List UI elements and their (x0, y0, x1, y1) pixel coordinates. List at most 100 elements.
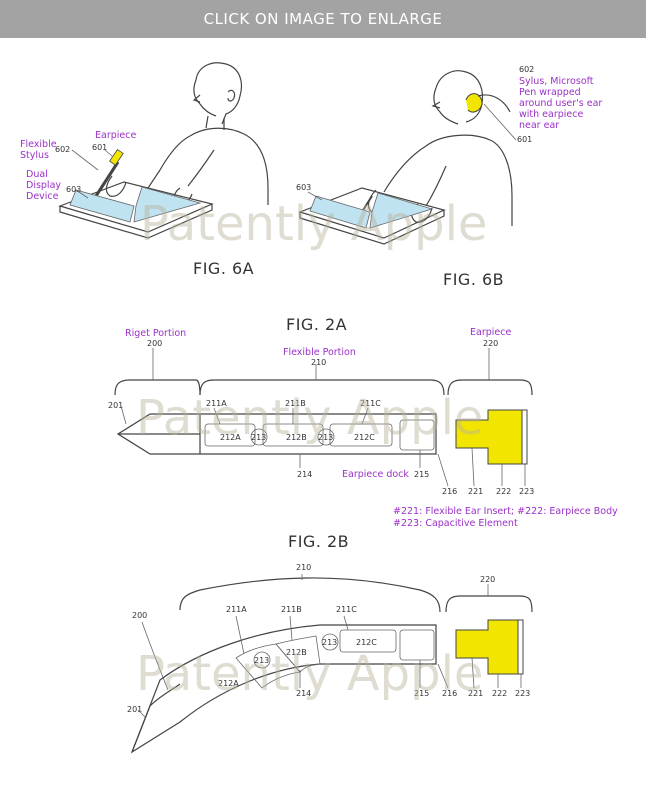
fig2a-legend-line-1: #221: Flexible Ear Insert; #222: Earpiec… (393, 506, 618, 517)
fig6a-earpiece-tip (109, 148, 124, 166)
fig2b-ref-211c: 211C (336, 605, 357, 614)
fig6b-ref-603: 603 (296, 183, 311, 192)
fig2a-bracket-earpiece (447, 379, 533, 396)
fig2a-ref-200: 200 (147, 339, 162, 348)
fig2b-ref-210: 210 (296, 563, 311, 572)
enlarge-banner[interactable]: CLICK ON IMAGE TO ENLARGE (0, 0, 646, 38)
fig6a-label-display: Display (26, 180, 61, 191)
fig6a-label-stylus: Stylus (20, 150, 49, 161)
fig2b-earpiece-dock (399, 629, 435, 661)
fig6a-label-earpiece: Earpiece (95, 130, 136, 141)
fig2a-bracket-flexible (199, 379, 445, 396)
fig6b-note-line-3: around user's ear (519, 98, 602, 109)
fig2a-ref-210: 210 (311, 358, 326, 367)
fig-6b-illustration: 603 602 Sylus, Microsoft Pen wrapped aro… (296, 65, 602, 289)
fig2b-ref-201: 201 (127, 705, 142, 714)
fig2a-label-dock: Earpiece dock (342, 469, 409, 480)
fig6a-arm-left (147, 135, 191, 189)
fig2a-ref-220: 220 (483, 339, 498, 348)
fig2b-ref-222: 222 (492, 689, 507, 698)
fig2b-ref-211a: 211A (226, 605, 247, 614)
watermark-group: Patently Apple Patently Apple Patently A… (136, 196, 487, 702)
fig6b-torso (425, 134, 513, 226)
fig2b-ref-220: 220 (480, 575, 495, 584)
fig2b-ref-213b: 213 (322, 638, 337, 647)
fig2a-ref-211c: 211C (360, 399, 381, 408)
fig2b-ref-216: 216 (442, 689, 457, 698)
fig6a-label-device: Device (26, 191, 59, 202)
fig2a-capacitive-element (521, 409, 528, 465)
fig6b-stylus-wrap (477, 94, 511, 113)
fig2a-ref-216: 216 (442, 487, 457, 496)
fig2b-ref-213a: 213 (254, 656, 269, 665)
fig6a-head (195, 62, 243, 125)
fig2b-chamber-212c (339, 629, 397, 653)
fig6a-face (193, 79, 217, 117)
fig6b-head (435, 70, 484, 123)
fig2a-title: FIG. 2A (286, 315, 347, 334)
fig2b-bracket-flexible (179, 577, 441, 613)
fig2b-capacitive-element (517, 619, 524, 675)
fig2a-ref-214: 214 (297, 470, 312, 479)
fig2a-ref-211b: 211B (285, 399, 306, 408)
fig2a-ref-211a: 211A (206, 399, 227, 408)
fig2b-ref-211b: 211B (281, 605, 302, 614)
fig2a-label-rigid: Riget Portion (125, 328, 186, 339)
fig2a-joint-213a (250, 428, 268, 446)
fig2b-joint-213b (321, 633, 339, 651)
fig6b-note-line-4: with earpiece (519, 109, 583, 120)
fig6b-note-line-1: Sylus, Microsoft (519, 76, 594, 87)
fig2b-ref-212b: 212B (286, 648, 307, 657)
fig6a-ref-601: 601 (92, 143, 107, 152)
fig6a-title: FIG. 6A (193, 259, 254, 278)
fig6a-arm-right (187, 149, 215, 187)
fig2a-ref-222: 222 (496, 487, 511, 496)
fig2a-ref-215: 215 (414, 470, 429, 479)
fig6a-torso (189, 127, 269, 205)
fig2b-stylus-body (130, 624, 437, 754)
fig2a-chamber-212a (204, 423, 256, 447)
watermark-top: Patently Apple (140, 196, 487, 252)
fig2a-ref-212b: 212B (286, 433, 307, 442)
fig2b-ref-223: 223 (515, 689, 530, 698)
fig2a-chamber-212c (329, 423, 393, 447)
fig2b-ref-221: 221 (468, 689, 483, 698)
fig2a-ref-221: 221 (468, 487, 483, 496)
fig2b-bracket-earpiece (445, 595, 533, 613)
fig-2a-diagram: FIG. 2A Riget Portion 200 Flexible Porti… (108, 315, 618, 529)
fig2b-ref-214: 214 (296, 689, 311, 698)
fig2b-chamber-212b (275, 635, 321, 673)
fig2a-ref-201: 201 (108, 401, 123, 410)
fig6a-label-flexible: Flexible (20, 139, 57, 150)
fig2a-ref-223: 223 (519, 487, 534, 496)
fig2a-earpiece-dock (399, 419, 435, 451)
fig2b-ref-215: 215 (414, 689, 429, 698)
fig6b-title: FIG. 6B (443, 270, 504, 289)
fig2b-ref-212c: 212C (356, 638, 377, 647)
fig2a-legend-line-2: #223: Capacitive Element (393, 518, 518, 529)
fig6b-ref-602: 602 (519, 65, 534, 74)
fig-6a-illustration: 603 602 601 Flexible Stylus Earpiece Dua… (20, 62, 269, 278)
fig2a-ref-213a: 213 (251, 433, 266, 442)
fig6a-label-dual: Dual (26, 169, 48, 180)
fig2b-title: FIG. 2B (288, 532, 349, 551)
fig2a-ref-212c: 212C (354, 433, 375, 442)
fig2a-stylus-body (116, 413, 437, 455)
fig6b-earpiece-on-ear (465, 93, 483, 113)
fig6b-note-line-2: Pen wrapped (519, 87, 581, 98)
fig6a-ref-602: 602 (55, 145, 70, 154)
fig6a-ear (227, 89, 236, 102)
fig2a-ref-212a: 212A (220, 433, 241, 442)
watermark-bottom: Patently Apple (136, 646, 483, 702)
fig6a-ref-603: 603 (66, 185, 81, 194)
fig2a-joint-213b (317, 428, 335, 446)
fig2b-ref-200: 200 (132, 611, 147, 620)
fig6b-ref-601: 601 (517, 135, 532, 144)
fig-2b-diagram: FIG. 2B 210 220 200 213 213 212A 212B 21… (127, 532, 533, 754)
fig2a-ref-213b: 213 (318, 433, 333, 442)
watermark-middle: Patently Apple (136, 390, 483, 446)
fig6a-stylus (94, 161, 120, 197)
fig6b-note-line-5: near ear (519, 120, 559, 131)
